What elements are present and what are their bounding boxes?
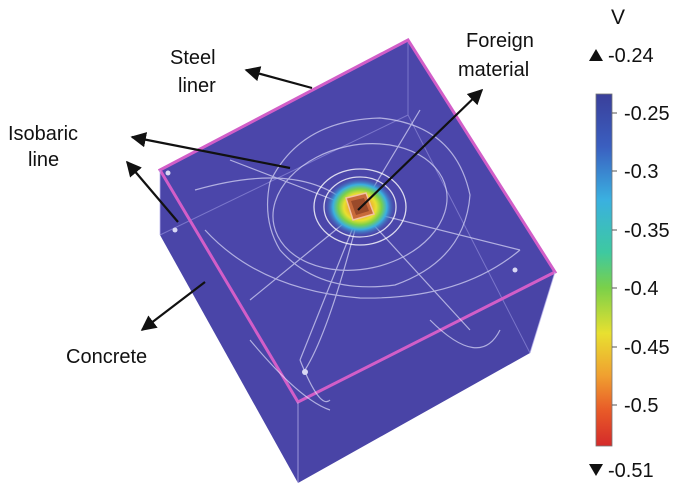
concrete-arrow [140,281,206,331]
concrete-label: Concrete [66,346,147,368]
max-triangle-icon [589,49,603,61]
colorbar-tick-label: -0.3 [624,161,658,183]
isobaric-line-label-line1: Isobaric [8,123,78,145]
colorbar-tick-label: -0.5 [624,395,658,417]
annotation-arrows [126,66,484,331]
isobaric-lines [194,109,521,411]
isobaric-line-arrow-2 [126,160,179,223]
colorbar-max-label: -0.24 [608,45,654,67]
colorbar-tick-label: -0.4 [624,278,658,300]
min-triangle-icon [589,464,603,476]
steel-liner-arrow [244,66,313,90]
colorbar-ticks [612,112,617,406]
foreign-material-arrow [357,88,484,211]
foreign-material-label-line2: material [458,59,529,81]
colorbar-tick-label: -0.45 [624,337,670,359]
colorbar-tick-label: -0.25 [624,103,670,125]
cube [157,38,558,483]
colorbar-tick-label: -0.35 [624,220,670,242]
cube-left-face [160,170,298,483]
cube-front-face [298,272,555,483]
node-dots [165,170,518,375]
colorbar: V -0.24 -0.25 -0.3 -0.35 -0.4 -0.45 -0.5… [589,6,670,482]
isobaric-line-arrow-1 [130,132,291,170]
steel-liner-label-line2: liner [178,75,216,97]
colorbar-gradient [595,93,613,447]
steel-liner-label-line1: Steel [170,47,216,69]
colorbar-unit: V [611,6,625,29]
colorbar-min-label: -0.51 [608,460,654,482]
foreign-material-label-line1: Foreign [466,30,534,52]
isobaric-line-label-line2: line [28,149,59,171]
